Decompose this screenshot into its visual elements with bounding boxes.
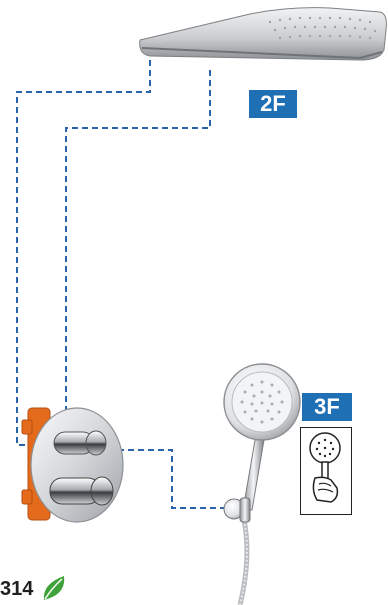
badge-3f: 3F	[302, 393, 352, 421]
badge-2f: 2F	[249, 90, 297, 118]
usage-hint-card	[300, 427, 352, 515]
leaf-icon	[40, 574, 68, 602]
hand-holding-shower-icon	[301, 428, 350, 513]
product-code-text: 314	[0, 578, 33, 600]
product-code: 314	[0, 577, 33, 601]
